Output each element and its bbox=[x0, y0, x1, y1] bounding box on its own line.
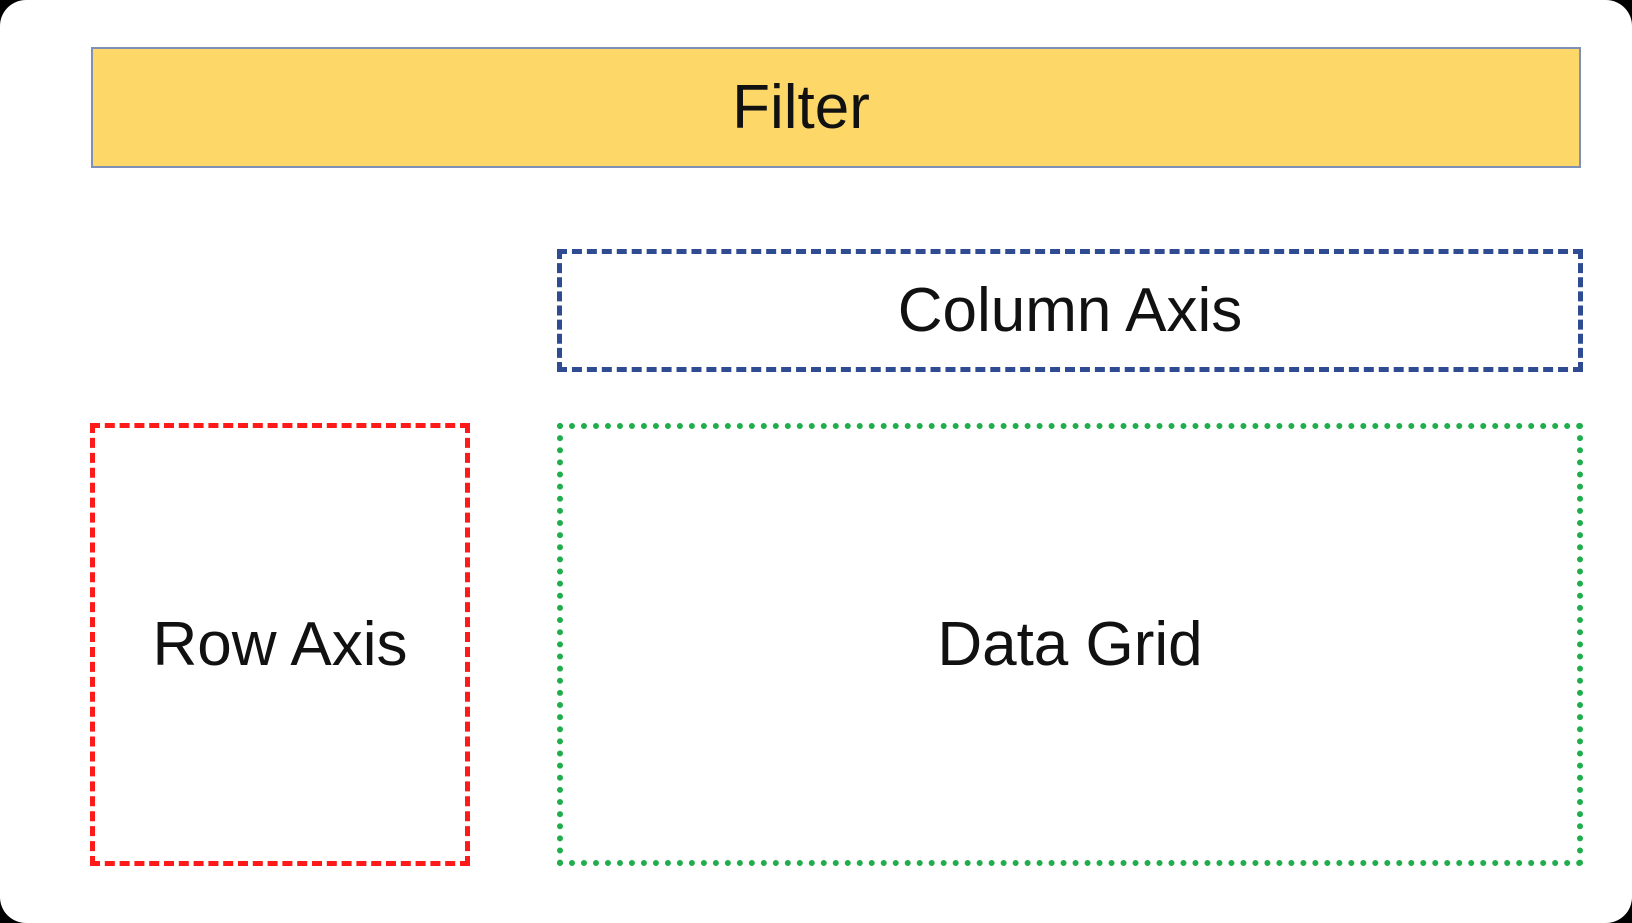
data-grid-box: Data Grid bbox=[557, 423, 1583, 866]
row-axis-box: Row Axis bbox=[90, 423, 470, 866]
data-grid-label: Data Grid bbox=[937, 609, 1203, 679]
row-axis-label: Row Axis bbox=[152, 609, 408, 679]
column-axis-box: Column Axis bbox=[557, 249, 1583, 372]
column-axis-label: Column Axis bbox=[897, 275, 1243, 345]
filter-label: Filter bbox=[732, 72, 870, 142]
filter-box: Filter bbox=[91, 47, 1581, 168]
